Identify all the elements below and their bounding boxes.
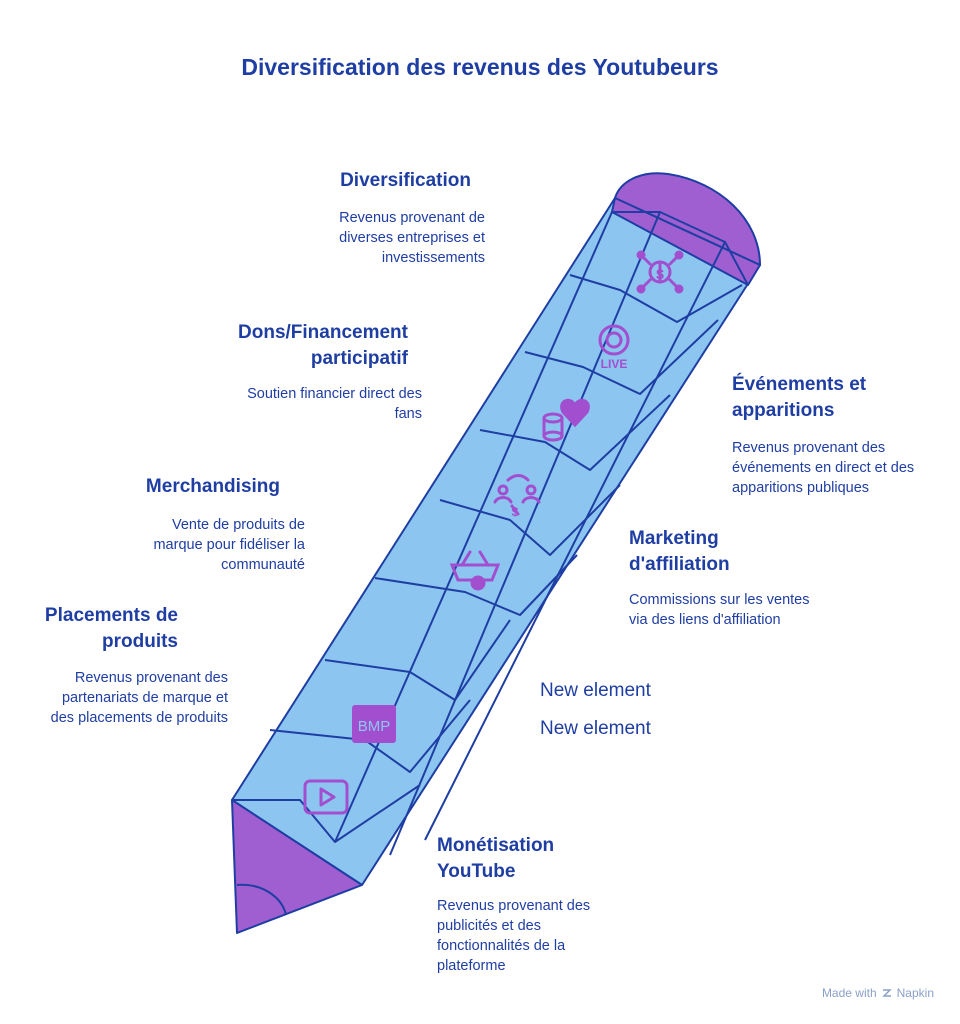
- napkin-logo-icon: [881, 989, 892, 997]
- dollar-network-icon: [636, 250, 684, 294]
- desc-line: investissements: [381, 250, 485, 266]
- desc-line: communauté: [221, 557, 305, 573]
- desc-line: fonctionnalités de la: [437, 938, 566, 954]
- desc-line: partenariats de marque et: [61, 690, 228, 706]
- label-merchandising: Merchandising: [145, 476, 280, 497]
- label-affiliation: Marketing d'affiliation: [629, 526, 829, 578]
- label-line: participatif: [310, 348, 408, 369]
- label-line: Monétisation: [437, 835, 555, 856]
- shopping-basket-icon: [449, 550, 501, 591]
- dollar-icon-label: $: [656, 266, 664, 282]
- label-line: Placements de: [44, 605, 178, 626]
- desc-merchandising: Vente de produits de marque pour fidélis…: [100, 515, 305, 575]
- desc-line: plateforme: [437, 958, 506, 974]
- exchange-dollar-label: $: [512, 505, 519, 519]
- label-dons: Dons/Financement participatif: [180, 320, 408, 372]
- live-broadcast-icon: [598, 324, 630, 356]
- label-evenements: Événements et apparitions: [732, 372, 932, 424]
- bmp-icon-label: BMP: [358, 718, 391, 735]
- people-exchange-icon: [493, 474, 541, 516]
- video-play-icon: [303, 779, 349, 815]
- label-line: Événements et: [732, 374, 867, 395]
- desc-line: via des liens d'affiliation: [629, 612, 781, 628]
- desc-line: Soutien financier direct des: [247, 386, 422, 402]
- desc-affiliation: Commissions sur les ventes via des liens…: [629, 590, 844, 630]
- label-line: d'affiliation: [629, 554, 730, 575]
- desc-line: Revenus provenant des: [74, 670, 228, 686]
- desc-diversification: Revenus provenant de diverses entreprise…: [270, 208, 485, 268]
- napkin-brand: Napkin: [896, 986, 934, 1000]
- live-icon-label: LIVE: [601, 357, 628, 371]
- desc-monetisation: Revenus provenant des publicités et des …: [437, 896, 637, 976]
- made-with-napkin[interactable]: Made with Napkin: [822, 986, 934, 1000]
- heart-coins-icon: [542, 398, 590, 442]
- label-placements: Placements de produits: [20, 603, 178, 655]
- label-line: Dons/Financement: [238, 322, 408, 343]
- pencil-tip: [231, 799, 363, 934]
- desc-line: Revenus provenant des: [437, 898, 591, 914]
- desc-dons: Soutien financier direct des fans: [180, 384, 422, 424]
- label-monetisation: Monétisation YouTube: [437, 833, 637, 885]
- bmp-file-icon: [352, 705, 396, 743]
- label-line: Marketing: [629, 528, 719, 549]
- label-line: YouTube: [437, 861, 516, 882]
- desc-evenements: Revenus provenant des événements en dire…: [732, 438, 947, 498]
- label-line: produits: [102, 631, 178, 652]
- desc-line: événements en direct et des: [732, 460, 915, 476]
- desc-line: Commissions sur les ventes: [629, 592, 810, 608]
- label-line: apparitions: [732, 400, 835, 421]
- new-element-1[interactable]: New element: [540, 680, 651, 701]
- desc-line: Vente de produits de: [171, 517, 305, 533]
- new-element-2[interactable]: New element: [540, 718, 651, 739]
- desc-line: publicités et des: [437, 918, 541, 934]
- desc-line: diverses entreprises et: [339, 230, 485, 246]
- desc-line: des placements de produits: [50, 710, 228, 726]
- desc-line: Revenus provenant de: [339, 210, 485, 226]
- desc-line: Revenus provenant des: [732, 440, 886, 456]
- label-diversification: Diversification: [340, 170, 471, 191]
- page-title: Diversification des revenus des Youtubeu…: [241, 54, 719, 80]
- desc-line: apparitions publiques: [732, 480, 870, 496]
- desc-line: marque pour fidéliser la: [153, 537, 305, 553]
- made-with-text: Made with: [821, 986, 877, 1000]
- desc-placements: Revenus provenant des partenariats de ma…: [20, 668, 228, 728]
- desc-line: fans: [394, 406, 422, 422]
